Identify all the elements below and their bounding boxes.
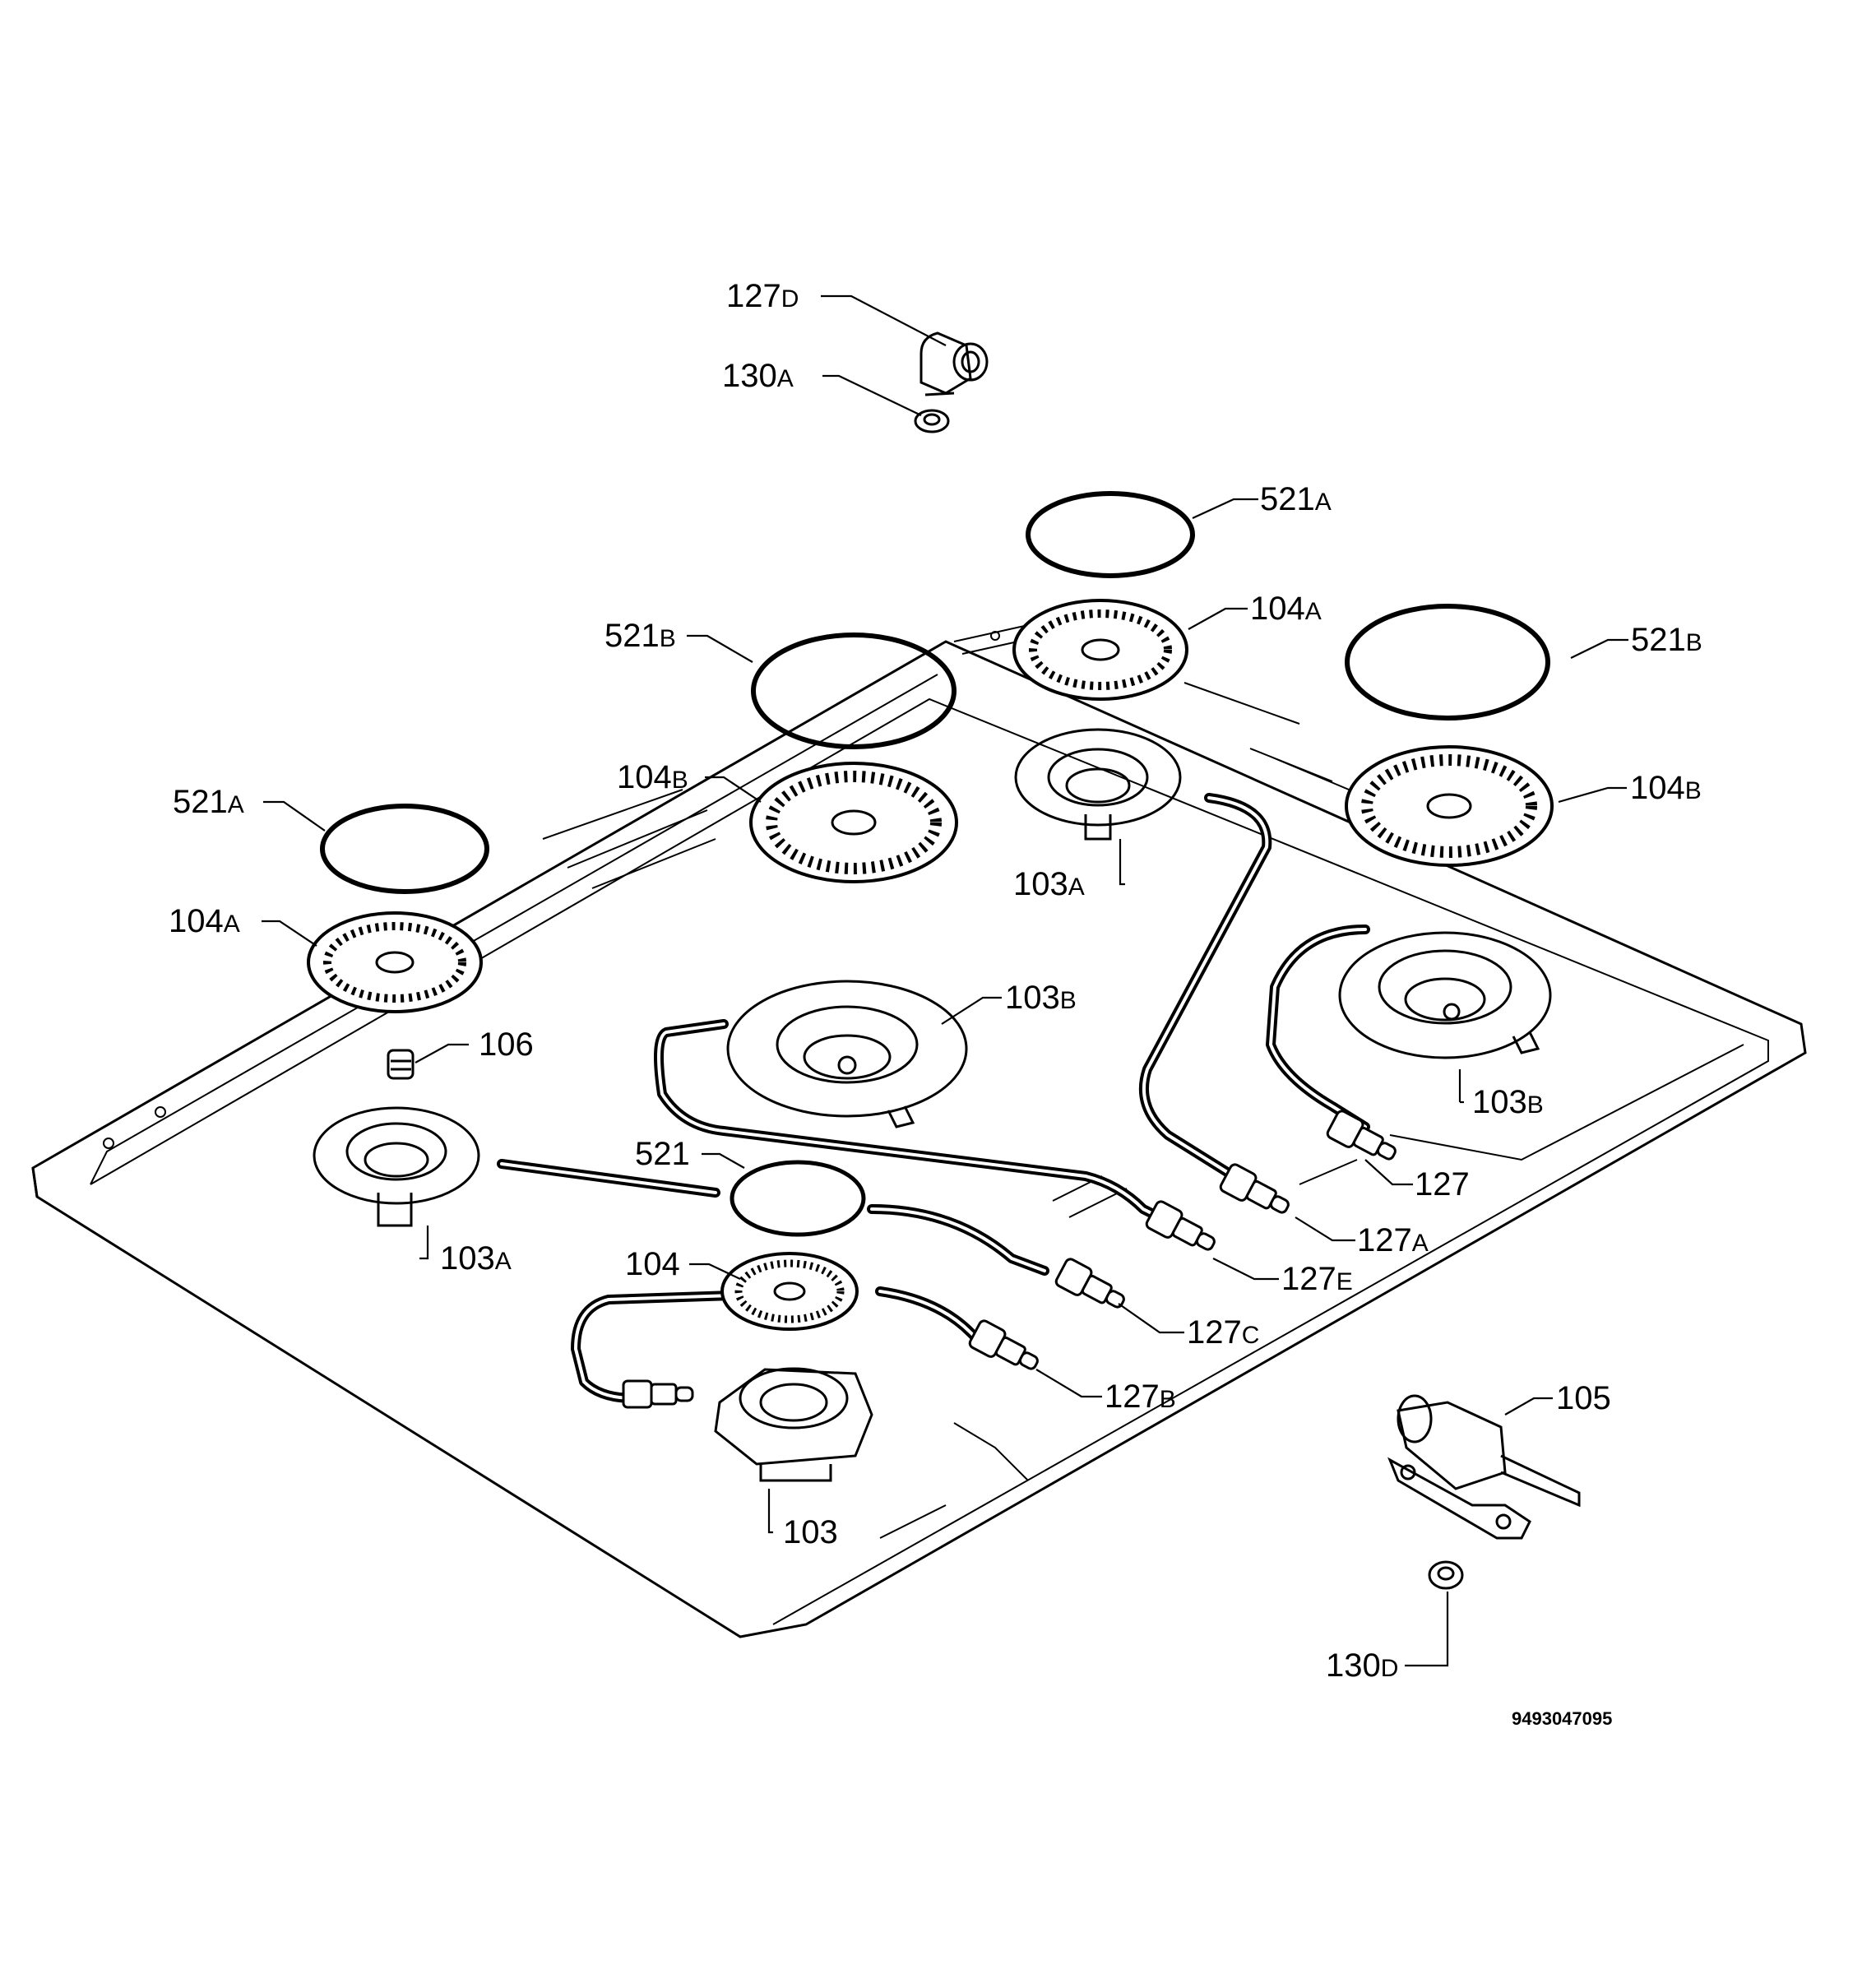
label-127A: 127A (1357, 1222, 1429, 1258)
crown-104B-left (749, 762, 958, 883)
part-labels: 127D 130A 521A 104A 521B 521B 104B 104B … (169, 278, 1702, 1729)
base-103A-top (1014, 728, 1182, 841)
label-127C: 127C (1187, 1314, 1259, 1351)
label-127D: 127D (726, 278, 799, 314)
label-127E: 127E (1281, 1261, 1353, 1297)
connector-127B (968, 1319, 1039, 1370)
connector-127E (1145, 1200, 1216, 1251)
label-103A-top: 103A (1013, 866, 1085, 902)
label-104A-top: 104A (1250, 591, 1322, 627)
connector-left (622, 1379, 694, 1409)
cap-521A-top (1026, 491, 1195, 578)
cap-521 (730, 1160, 866, 1237)
hob-plate (31, 624, 1807, 1638)
crown-104 (720, 1252, 859, 1331)
crown-104A-top (1012, 599, 1188, 701)
washer-130A (914, 409, 950, 433)
base-103B-right (1338, 931, 1552, 1059)
label-106: 106 (479, 1026, 534, 1063)
label-127: 127 (1415, 1166, 1470, 1202)
cap-521B-right (1345, 604, 1550, 721)
label-104: 104 (625, 1246, 680, 1282)
burner-caps-521 (320, 491, 1550, 1237)
base-103B-mid (726, 980, 968, 1128)
injector-106 (387, 1049, 415, 1080)
connector-127A (1219, 1163, 1290, 1214)
label-103B-mid: 103B (1005, 980, 1077, 1016)
label-130A: 130A (722, 358, 794, 394)
elbow-127D (919, 331, 989, 396)
cap-521A-left (320, 804, 489, 894)
drawing-code: 9493047095 (1512, 1708, 1612, 1729)
connector-127C (1054, 1258, 1125, 1309)
connector-127 (1326, 1110, 1397, 1161)
label-521A-top: 521A (1260, 481, 1332, 517)
cap-521B-left (751, 633, 957, 749)
pipe-inner-lines (500, 796, 1367, 1400)
label-127B: 127B (1105, 1379, 1176, 1415)
label-104B-right: 104B (1630, 770, 1702, 806)
label-521: 521 (635, 1136, 690, 1172)
crown-104A-left (307, 911, 483, 1013)
label-103A-left: 103A (440, 1240, 512, 1277)
label-103: 103 (783, 1514, 838, 1550)
nut-130D (1428, 1560, 1464, 1590)
burner-crowns-104 (307, 599, 1554, 1331)
label-103B-right: 103B (1472, 1084, 1544, 1120)
label-130D: 130D (1326, 1647, 1398, 1684)
label-521B-left: 521B (604, 618, 676, 654)
label-104B-left: 104B (617, 759, 688, 795)
label-521B-right: 521B (1631, 622, 1702, 658)
pipe-connectors (622, 1110, 1397, 1409)
valve-105 (1387, 1394, 1581, 1540)
label-104A-left: 104A (169, 903, 240, 939)
base-103 (714, 1367, 873, 1482)
label-521A-left: 521A (173, 784, 244, 820)
burner-bases-103 (313, 728, 1552, 1482)
crown-104B-right (1345, 745, 1554, 867)
label-105: 105 (1556, 1380, 1611, 1416)
leader-lines (262, 294, 1628, 1667)
base-103A-left (313, 1106, 480, 1227)
small-parts (387, 331, 1581, 1590)
